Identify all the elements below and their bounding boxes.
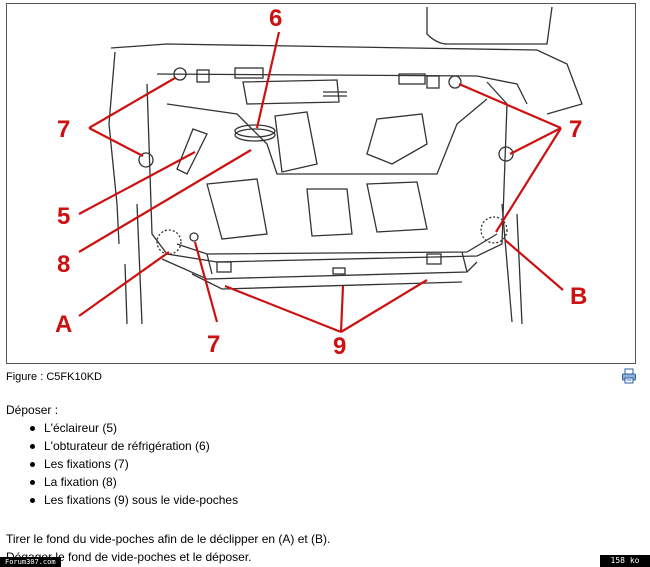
list-item: Les fixations (7) (30, 455, 238, 473)
figure-frame: 6 7 7 5 8 A B 7 9 (6, 3, 636, 364)
watermark-size: 158 ko (600, 555, 650, 567)
instruction-paragraph-1: Tirer le fond du vide-poches afin de le … (6, 532, 331, 546)
list-item: L'obturateur de réfrigération (6) (30, 437, 238, 455)
watermark-site: Forum307.com (0, 557, 61, 567)
figure-caption: Figure : C5FK10KD (6, 371, 102, 383)
printer-icon[interactable] (621, 368, 637, 384)
removal-list: L'éclaireur (5) L'obturateur de réfrigér… (30, 419, 238, 509)
label-7-right: 7 (569, 116, 582, 143)
label-a: A (55, 311, 72, 338)
label-6: 6 (269, 5, 282, 32)
list-item: L'éclaireur (5) (30, 419, 238, 437)
glovebox-diagram: 6 7 7 5 8 A B 7 9 (55, 5, 587, 360)
list-item: La fixation (8) (30, 473, 238, 491)
label-9: 9 (333, 333, 346, 360)
list-item: Les fixations (9) sous le vide-poches (30, 491, 238, 509)
label-b: B (570, 283, 587, 310)
label-8: 8 (57, 251, 70, 278)
label-5: 5 (57, 203, 70, 230)
label-7-bottom: 7 (207, 331, 220, 358)
intro-text: Déposer : (6, 403, 59, 417)
instruction-paragraph-2: Dégager le fond de vide-poches et le dép… (6, 550, 252, 564)
label-7-left: 7 (57, 116, 70, 143)
